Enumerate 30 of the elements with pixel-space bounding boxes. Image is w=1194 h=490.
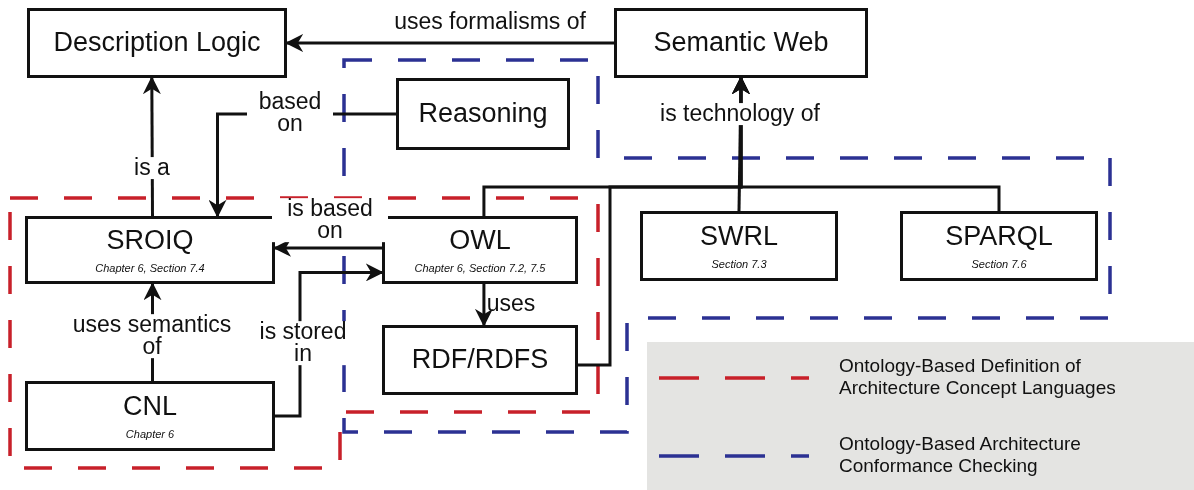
chapter-reference: Section 7.3 [711,257,767,270]
concept-name: Reasoning [418,99,548,129]
concept-name: SROIQ [106,226,194,256]
arrow [474,284,493,327]
concept-name: Semantic Web [653,28,829,58]
legend-text: Ontology-Based Architecture Conformance Checking [839,433,1082,477]
concept-box [382,325,578,395]
concept-name: SWRL [700,222,778,252]
edge-label: uses formalisms of [393,11,587,33]
concept-box [396,78,570,150]
chapter-reference: Section 7.6 [971,257,1027,270]
concept-name: RDF/RDFS [411,345,549,375]
concept-box [382,216,578,284]
concept-box [25,381,275,451]
legend-text: Ontology-Based Definition of Architecture Concept Languages [839,355,1117,399]
concept-name: SPARQL [945,222,1053,252]
concept-name: Description Logic [53,28,261,58]
edge-label: uses [485,293,537,315]
arrow [285,34,614,52]
chapter-reference: Chapter 6, Section 7.2, 7.5 [414,261,546,274]
chapter-reference: Chapter 6, Section 7.4 [95,261,205,274]
chapter-reference: Chapter 6 [125,427,175,440]
concept-name: OWL [449,226,511,256]
concept-name: CNL [123,392,177,422]
concept-box [27,8,287,78]
edge-label: is based on [272,198,388,242]
concept-box [900,211,1098,281]
concept-box [614,8,868,78]
concept-box [640,211,838,281]
concept-box [25,216,275,284]
